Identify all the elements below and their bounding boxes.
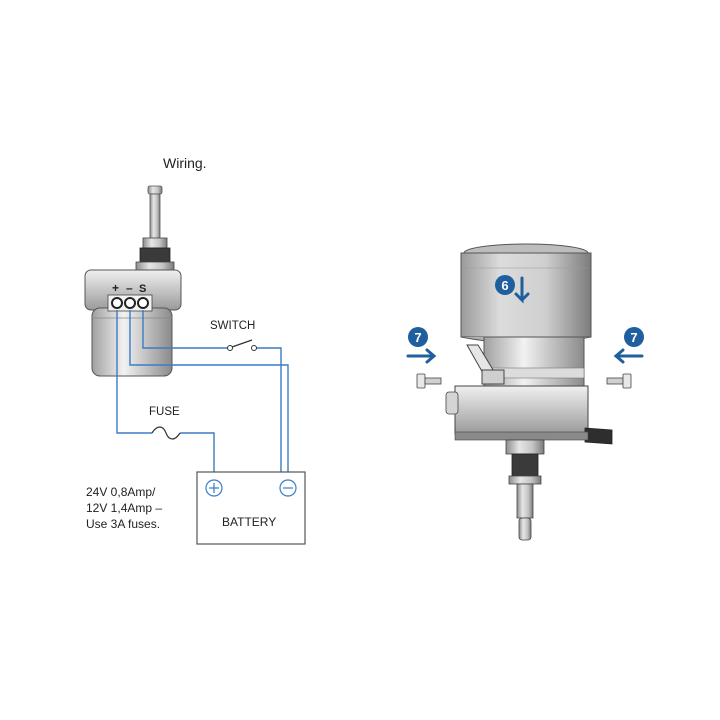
output-spindle [505, 439, 545, 541]
step-7-left-badge [408, 327, 428, 347]
terminal-plus-screw [111, 297, 123, 309]
down-arrow-icon [514, 276, 530, 304]
fuse-symbol [151, 426, 181, 440]
step-7-right-callout: 7 [606, 327, 644, 389]
fuse-note: 24V 0,8Amp/ 12V 1,4Amp – Use 3A fuses. [86, 485, 162, 531]
wire-switch-in [142, 310, 228, 349]
terminal-minus-label: – [126, 281, 133, 295]
fuse-note-line-2: 12V 1,4Amp – [86, 501, 162, 515]
terminal-s-label: S [139, 283, 146, 295]
fuse-note-line-1: 24V 0,8Amp/ [86, 485, 156, 499]
step-7-left-number: 7 [414, 330, 421, 345]
fuse-label: FUSE [149, 406, 180, 418]
fuse-note-line-3: Use 3A fuses. [86, 517, 160, 531]
switch-symbol [227, 339, 257, 351]
terminal-s-screw [137, 297, 149, 309]
wire-negative [129, 310, 289, 472]
terminal-plus-label: + [112, 281, 119, 295]
wires [116, 310, 289, 472]
left-arrow-icon [613, 348, 644, 364]
motor-bracket [466, 344, 505, 385]
wire-positive [116, 310, 152, 434]
gearbox-base [445, 385, 613, 445]
step-7-right-number: 7 [630, 330, 637, 345]
step-7-left-callout: 7 [406, 327, 442, 389]
screw-left-icon [416, 373, 442, 389]
motor-cap [460, 243, 592, 344]
wire-switch-out [256, 347, 282, 472]
step-6-callout: 6 [495, 275, 530, 304]
terminal-minus-screw [124, 297, 136, 309]
step-6-badge [495, 275, 515, 295]
terminal-block: + – S [107, 281, 153, 312]
wiring-title: Wiring. [163, 155, 207, 171]
switch-label: SWITCH [210, 320, 255, 332]
step-7-right-badge [624, 327, 644, 347]
battery [196, 471, 306, 545]
battery-label: BATTERY [222, 515, 276, 529]
right-arrow-icon [406, 348, 437, 364]
motor-body [84, 269, 182, 377]
motor-spindle [135, 185, 175, 271]
screw-right-icon [606, 373, 632, 389]
step-6-number: 6 [501, 278, 508, 293]
